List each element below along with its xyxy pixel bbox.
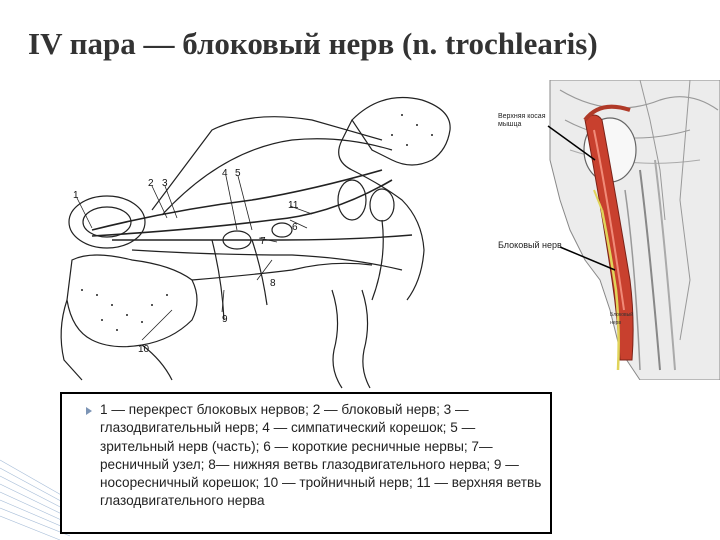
label-2: 2 xyxy=(148,178,154,189)
label-muscle-line2: мышца xyxy=(498,121,521,128)
label-muscle-line1: Верхняя косая xyxy=(498,113,546,120)
label-1: 1 xyxy=(73,190,79,201)
caption-box: 1 — перекрест блоковых нервов; 2 — блоко… xyxy=(60,392,552,534)
label-4: 4 xyxy=(222,168,228,179)
label-8: 8 xyxy=(270,278,276,289)
label-3: 3 xyxy=(162,178,168,189)
label-trochlear-nerve: Блоковый нерв xyxy=(498,240,562,250)
slide-title: IV пара — блоковый нерв (n. trochlearis) xyxy=(28,26,598,62)
label-small-1: Блоковый xyxy=(610,311,633,318)
label-10: 10 xyxy=(138,344,150,355)
bullet-icon xyxy=(86,407,92,415)
label-small-2: нерв xyxy=(610,320,621,326)
label-5: 5 xyxy=(235,168,241,179)
orbit-muscle-illustration: Верхняя косая мышца Блоковый нерв Блоков… xyxy=(490,80,720,380)
label-7: 7 xyxy=(260,236,266,247)
trochlear-nerve-diagram: 1 2 3 4 5 6 7 8 9 10 11 xyxy=(52,90,482,390)
label-11: 11 xyxy=(288,200,299,211)
label-6: 6 xyxy=(292,222,298,233)
caption-text: 1 — перекрест блоковых нервов; 2 — блоко… xyxy=(100,401,546,511)
label-9: 9 xyxy=(222,314,228,325)
